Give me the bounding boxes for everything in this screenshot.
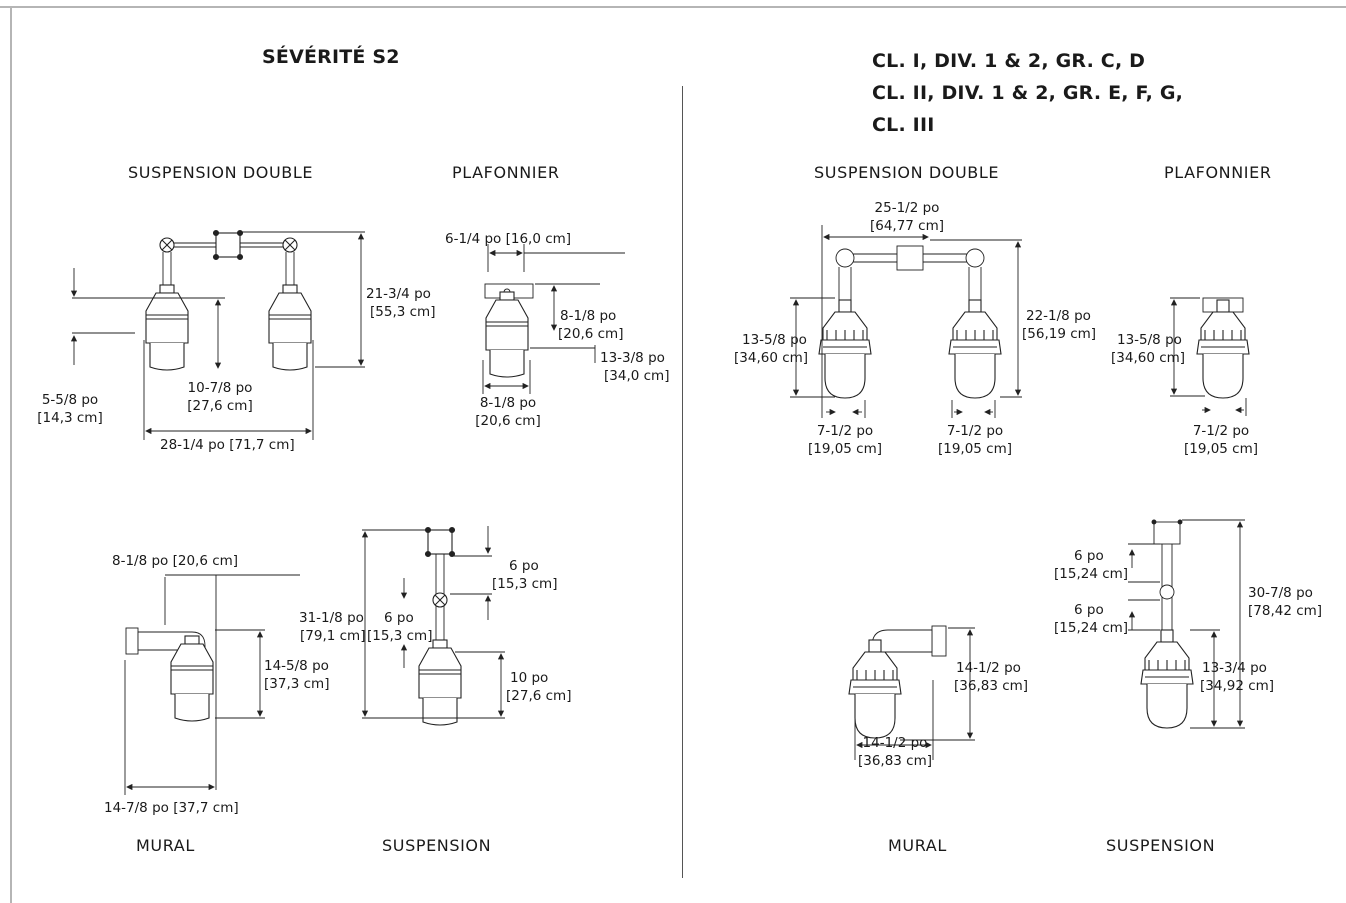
center-divider bbox=[682, 86, 683, 878]
dim-label: [36,83 cm] bbox=[954, 678, 1029, 694]
dim-label: 31-1/8 po bbox=[299, 610, 364, 626]
dim-label: 25-1/2 po bbox=[874, 200, 940, 216]
left-suspension-heading: SUSPENSION bbox=[382, 836, 492, 855]
left-mural-heading: MURAL bbox=[136, 836, 195, 855]
right-title-line-3: CL. III bbox=[872, 114, 935, 136]
dim-label: [36,83 cm] bbox=[857, 753, 933, 769]
dim-label: 13-3/4 po bbox=[1202, 660, 1267, 676]
dim-label: [34,60 cm] bbox=[1111, 350, 1186, 366]
dim-label: [19,05 cm] bbox=[807, 441, 883, 457]
right-title-line-2: CL. II, DIV. 1 & 2, GR. E, F, G, bbox=[872, 82, 1184, 104]
dim-label: [19,05 cm] bbox=[937, 441, 1013, 457]
right-plafonnier-heading: PLAFONNIER bbox=[1164, 163, 1272, 182]
dim-label: 14-5/8 po bbox=[264, 658, 329, 674]
dim-label: 8-1/8 po [20,6 cm] bbox=[112, 553, 239, 569]
dim-label: [20,6 cm] bbox=[475, 413, 541, 429]
dim-label: 28-1/4 po [71,7 cm] bbox=[160, 437, 295, 453]
dim-label: 13-5/8 po bbox=[742, 332, 807, 348]
frame-top-border bbox=[0, 6, 1346, 8]
left-double-drawing bbox=[70, 229, 365, 440]
dim-label: [79,1 cm] bbox=[300, 628, 366, 644]
dim-label: [27,6 cm] bbox=[187, 398, 253, 414]
dim-label: 13-5/8 po bbox=[1117, 332, 1182, 348]
dim-label: 10 po bbox=[510, 670, 549, 686]
dim-label: [19,05 cm] bbox=[1183, 441, 1259, 457]
dim-label: 7-1/2 po bbox=[816, 423, 874, 439]
dim-label: [64,77 cm] bbox=[869, 218, 945, 234]
dim-label: 6 po bbox=[1074, 602, 1104, 618]
dim-label: 6-1/4 po [16,0 cm] bbox=[445, 231, 572, 247]
dim-label: 8-1/8 po bbox=[479, 395, 537, 411]
left-double-heading: SUSPENSION DOUBLE bbox=[128, 163, 314, 182]
dim-label: 6 po bbox=[1074, 548, 1104, 564]
dim-label: 6 po bbox=[384, 610, 414, 626]
dim-label: 14-1/2 po bbox=[956, 660, 1021, 676]
right-mural-drawing bbox=[848, 625, 975, 760]
right-suspension-drawing bbox=[1128, 519, 1245, 729]
dim-label: 14-7/8 po [37,7 cm] bbox=[104, 800, 239, 816]
dim-label: [37,3 cm] bbox=[264, 676, 330, 692]
dim-label: 7-1/2 po bbox=[946, 423, 1004, 439]
dim-label: [34,0 cm] bbox=[604, 368, 670, 384]
dim-label: 13-3/8 po bbox=[600, 350, 665, 366]
dim-label: [14,3 cm] bbox=[37, 410, 103, 426]
dim-label: [15,24 cm] bbox=[1054, 566, 1129, 582]
right-double-drawing bbox=[790, 225, 1022, 418]
dim-label: [34,60 cm] bbox=[734, 350, 809, 366]
dim-label: [34,92 cm] bbox=[1200, 678, 1275, 694]
dim-label: [55,3 cm] bbox=[370, 304, 436, 320]
right-suspension-heading: SUSPENSION bbox=[1106, 836, 1216, 855]
right-title-line-1: CL. I, DIV. 1 & 2, GR. C, D bbox=[872, 50, 1146, 72]
dim-label: [20,6 cm] bbox=[558, 326, 624, 342]
left-plafonnier-drawing bbox=[482, 244, 625, 394]
dim-label: 21-3/4 po bbox=[366, 286, 431, 302]
frame-left-border bbox=[10, 6, 12, 903]
dim-label: 22-1/8 po bbox=[1026, 308, 1091, 324]
right-double-heading: SUSPENSION DOUBLE bbox=[814, 163, 1000, 182]
dim-label: [15,3 cm] bbox=[492, 576, 558, 592]
dim-label: 7-1/2 po bbox=[1192, 423, 1250, 439]
right-plafonnier-drawing bbox=[1170, 297, 1250, 416]
right-mural-heading: MURAL bbox=[888, 836, 947, 855]
dim-label: 14-1/2 po bbox=[862, 735, 928, 751]
left-mural-drawing bbox=[124, 574, 300, 795]
dim-label: 10-7/8 po bbox=[187, 380, 253, 396]
dim-label: [78,42 cm] bbox=[1248, 603, 1323, 619]
dim-label: [15,3 cm] bbox=[367, 628, 433, 644]
left-plafonnier-heading: PLAFONNIER bbox=[452, 163, 560, 182]
dim-label: [15,24 cm] bbox=[1054, 620, 1129, 636]
dim-label: 30-7/8 po bbox=[1248, 585, 1313, 601]
left-suspension-drawing bbox=[361, 526, 505, 726]
dim-label: 5-5/8 po bbox=[41, 392, 99, 408]
dim-label: [56,19 cm] bbox=[1022, 326, 1097, 342]
dim-label: 8-1/8 po bbox=[560, 308, 617, 324]
left-title: SÉVÉRITÉ S2 bbox=[262, 46, 400, 68]
dim-label: 6 po bbox=[509, 558, 539, 574]
dim-label: [27,6 cm] bbox=[506, 688, 572, 704]
